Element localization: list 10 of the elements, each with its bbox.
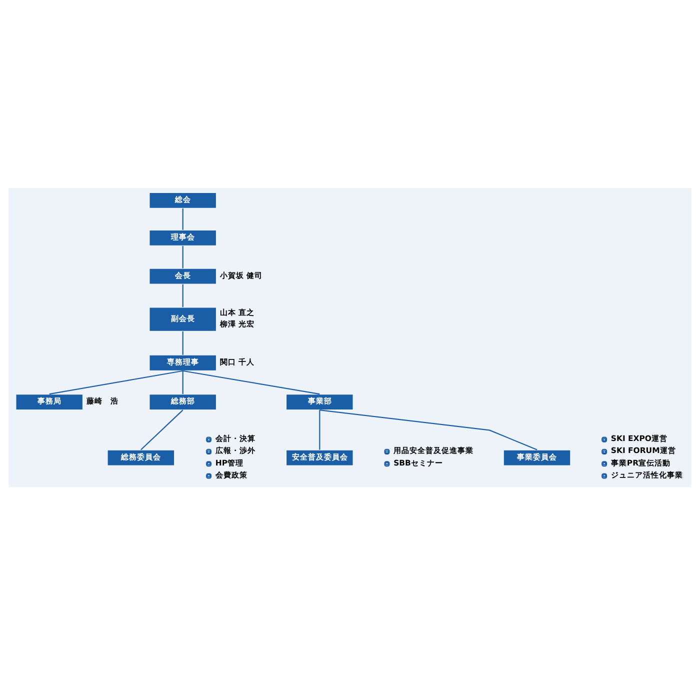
connector — [320, 410, 538, 450]
connector — [182, 284, 184, 308]
connector — [49, 370, 183, 395]
connector — [182, 246, 184, 268]
connector — [182, 370, 320, 395]
connector — [182, 370, 184, 394]
connector — [140, 410, 184, 450]
connector — [182, 331, 184, 355]
connector — [319, 410, 320, 450]
connector — [182, 208, 184, 230]
